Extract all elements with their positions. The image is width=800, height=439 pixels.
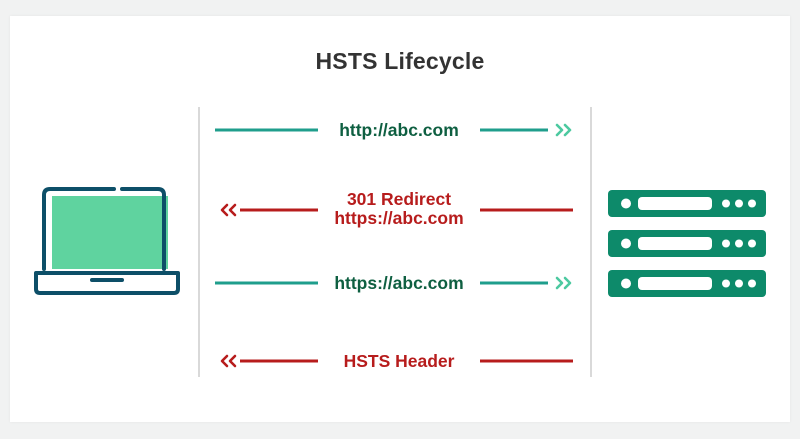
chevron-right-icon — [555, 123, 572, 137]
message-1-arrow — [215, 123, 572, 137]
server-unit-3 — [608, 270, 766, 297]
message-1-label: http://abc.com — [339, 120, 459, 140]
client-lifeline — [198, 107, 200, 377]
laptop-base — [34, 271, 180, 295]
message-3-label: https://abc.com — [334, 273, 464, 293]
laptop-screen-fill — [52, 196, 168, 269]
message-2-arrow — [220, 203, 573, 217]
message-4-label: HSTS Header — [343, 351, 455, 371]
chevron-left-icon — [220, 354, 237, 368]
laptop-icon — [34, 187, 180, 295]
server-unit-1 — [608, 190, 766, 217]
chevron-left-icon — [220, 203, 237, 217]
message-3-arrow — [215, 276, 572, 290]
message-4-arrow — [220, 354, 573, 368]
server-unit-2 — [608, 230, 766, 257]
laptop-screen-outline-left — [42, 187, 116, 271]
chevron-right-icon — [555, 276, 572, 290]
laptop-screen-outline-right — [120, 187, 166, 271]
server-lifeline — [590, 107, 592, 377]
diagram-title: HSTS Lifecycle — [315, 48, 485, 74]
server-rack-icon — [608, 190, 766, 297]
message-2-label-line2: https://abc.com — [334, 208, 464, 228]
message-2-label-line1: 301 Redirect — [346, 189, 452, 209]
